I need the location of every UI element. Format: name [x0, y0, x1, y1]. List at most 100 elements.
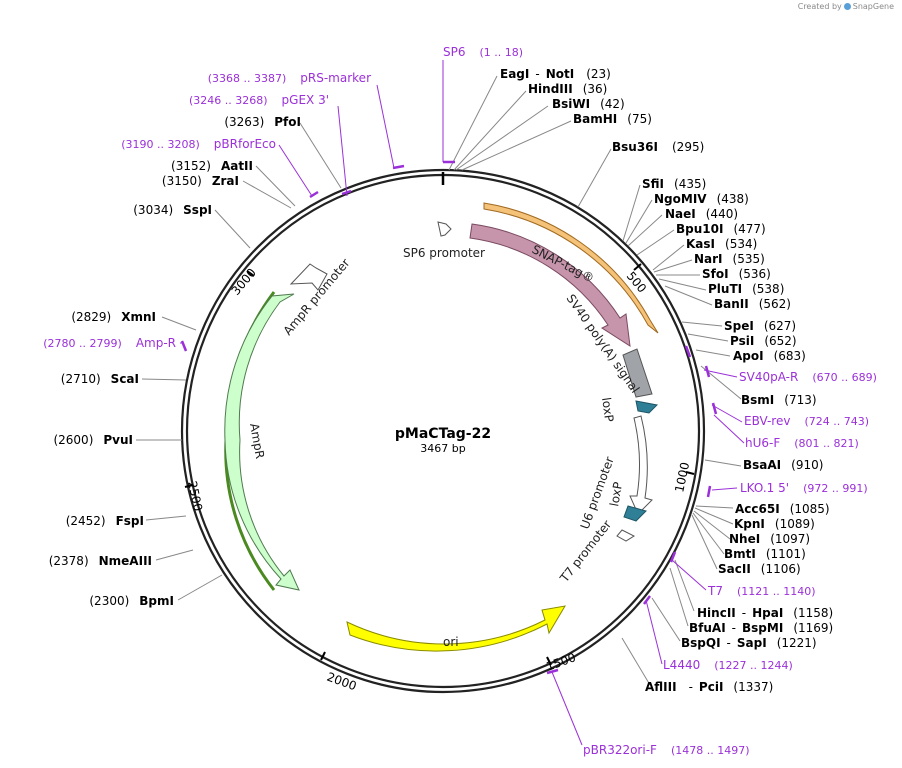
site-label-eagi-noti[interactable]: EagI-NotI(23)	[500, 67, 611, 81]
leader-bmti	[692, 512, 725, 555]
primer-label-pbr322ori-f[interactable]: pBR322ori-F(1478 .. 1497)	[583, 743, 750, 757]
tick-label-1000: 1000	[672, 461, 692, 494]
leader-sfii	[622, 184, 641, 242]
site-label-pluti[interactable]: PluTI(538)	[708, 282, 784, 296]
site-label-bsmi[interactable]: BsmI(713)	[741, 393, 817, 407]
site-label-bspqi-sapi[interactable]: BspQI-SapI(1221)	[681, 636, 817, 650]
site-label-zrai[interactable]: (3150)ZraI	[162, 174, 239, 188]
primer-leader-pbr322ori-f	[551, 671, 583, 746]
feature-label-loxp-2: loxP	[607, 481, 625, 508]
site-label-bsu36i[interactable]: Bsu36I(295)	[612, 140, 704, 154]
leader-bamhi	[461, 120, 572, 171]
leader-xmni	[161, 316, 197, 331]
site-label-bmti[interactable]: BmtI(1101)	[724, 547, 806, 561]
primer-marker-t7	[669, 551, 677, 563]
site-label-kpni[interactable]: KpnI(1089)	[734, 517, 815, 531]
feature-snap-tag-arrow[interactable]	[469, 223, 631, 347]
site-label-bamhi[interactable]: BamHI(75)	[573, 112, 652, 126]
site-labels-right: EagI-NotI(23) HindIII(36) BsiWI(42) BamH…	[500, 67, 833, 694]
primer-label-ebv-rev[interactable]: EBV-rev(724 .. 743)	[744, 414, 869, 428]
site-label-spei[interactable]: SpeI(627)	[724, 319, 796, 333]
site-label-naei[interactable]: NaeI(440)	[665, 207, 738, 221]
site-label-hindiii[interactable]: HindIII(36)	[528, 82, 607, 96]
leader-bspqi	[651, 597, 681, 642]
primer-leader-sv40pa-r	[703, 369, 738, 378]
site-label-kasi[interactable]: KasI(534)	[686, 237, 757, 251]
tick-2000	[320, 651, 326, 661]
site-label-fspi[interactable]: (2452)FspI	[66, 514, 144, 528]
brand-product: SnapGene	[852, 2, 894, 11]
leader-fspi	[145, 515, 187, 521]
primer-leader-hu6-f	[713, 414, 745, 444]
site-label-banii[interactable]: BanII(562)	[714, 297, 791, 311]
primer-marker-pgex3	[341, 189, 352, 196]
primer-label-hu6-f[interactable]: hU6-F(801 .. 821)	[745, 436, 859, 450]
site-label-sfoi[interactable]: SfoI(536)	[702, 267, 771, 281]
feature-label-ori: ori	[443, 635, 459, 649]
site-label-scai[interactable]: (2710)ScaI	[61, 372, 139, 386]
site-label-bsaai[interactable]: BsaAI(910)	[743, 458, 823, 472]
site-label-nhei[interactable]: NheI(1097)	[729, 532, 810, 546]
site-label-sfii[interactable]: SfiI(435)	[642, 177, 706, 191]
primer-leader-prs-marker	[376, 84, 395, 169]
site-label-acc65i[interactable]: Acc65I(1085)	[735, 502, 830, 516]
site-label-nmeaiii[interactable]: (2378)NmeAIII	[49, 554, 152, 568]
site-label-sspi[interactable]: (3034)SspI	[133, 203, 212, 217]
site-label-aatii[interactable]: (3152)AatII	[171, 159, 253, 173]
leader-nmeaiii	[155, 549, 194, 561]
primer-label-pbrforeco[interactable]: (3190 .. 3208)pBRforEco	[121, 137, 276, 151]
leader-kpni	[694, 507, 734, 525]
features	[224, 202, 659, 652]
primer-leader-lines	[180, 60, 745, 746]
feature-orange-arc[interactable]	[483, 202, 659, 334]
primer-label-pgex3[interactable]: (3246 .. 3268)pGEX 3'	[189, 93, 329, 107]
site-label-afliii-pcii[interactable]: AflIII-PciI(1337)	[645, 680, 773, 694]
site-label-bpmi[interactable]: (2300)BpmI	[89, 594, 174, 608]
site-label-pfoi[interactable]: (3263)PfoI	[224, 115, 301, 129]
primer-label-sv40pa-r[interactable]: SV40pA-R(670 .. 689)	[739, 370, 877, 384]
backbone-outer-ring	[180, 168, 706, 694]
primer-label-t7[interactable]: T7(1121 .. 1140)	[707, 584, 816, 598]
site-label-psii[interactable]: PsiI(652)	[730, 334, 797, 348]
tick-1500	[546, 656, 552, 666]
site-label-ngomiv[interactable]: NgoMIV(438)	[654, 192, 749, 206]
leader-pfoi	[299, 122, 342, 189]
brand-created-by: Created by	[797, 2, 842, 11]
leader-nari	[653, 259, 693, 273]
site-label-apoi[interactable]: ApoI(683)	[733, 349, 806, 363]
feature-sv40-polya-block[interactable]	[622, 348, 653, 398]
leader-kasi	[652, 244, 685, 271]
primer-label-sp6[interactable]: SP6(1 .. 18)	[443, 45, 523, 59]
backbone	[180, 168, 706, 694]
site-label-bpu10i[interactable]: Bpu10I(477)	[676, 222, 766, 236]
tick-3000	[246, 270, 255, 277]
primer-label-amp-r[interactable]: (2780 .. 2799)Amp-R	[43, 336, 176, 350]
feature-ampr-promoter-arrow[interactable]	[289, 263, 328, 291]
primer-label-prs-marker[interactable]: (3368 .. 3387)pRS-marker	[208, 71, 371, 85]
feature-t7-promoter-arrow[interactable]	[616, 529, 636, 542]
leader-ngomiv	[625, 199, 653, 244]
primer-marker-hu6-f	[711, 402, 718, 415]
site-label-bfuai-bspmi[interactable]: BfuAI-BspMI(1169)	[689, 621, 833, 635]
feature-ori-arrow[interactable]	[346, 605, 566, 652]
site-label-xmni[interactable]: (2829)XmnI	[71, 310, 156, 324]
leader-bsu36i	[577, 148, 612, 208]
leader-zrai	[242, 180, 292, 209]
site-label-nari[interactable]: NarI(535)	[694, 252, 765, 266]
leader-pluti	[658, 278, 707, 291]
primer-marker-amp-r	[180, 340, 188, 352]
site-label-hincii-hpai[interactable]: HincII-HpaI(1158)	[697, 606, 833, 620]
feature-loxp-1-arrow[interactable]	[635, 400, 659, 414]
feature-u6-promoter-arrow[interactable]	[629, 415, 653, 515]
site-label-bsiwi[interactable]: BsiWI(42)	[552, 97, 625, 111]
site-label-pvui[interactable]: (2600)PvuI	[53, 433, 133, 447]
feature-sp6-promoter-arrow[interactable]	[437, 221, 452, 237]
site-label-sacii[interactable]: SacII(1106)	[718, 562, 801, 576]
primer-marker-pbr322ori-f	[546, 668, 559, 675]
feature-ampr-arrow[interactable]	[224, 293, 300, 591]
feature-loxp-2-arrow[interactable]	[623, 505, 647, 522]
primer-label-l4440[interactable]: L4440(1227 .. 1244)	[663, 658, 793, 672]
primer-label-lko1[interactable]: LKO.1 5'(972 .. 991)	[740, 481, 868, 495]
primer-marker-lko1	[706, 485, 712, 498]
